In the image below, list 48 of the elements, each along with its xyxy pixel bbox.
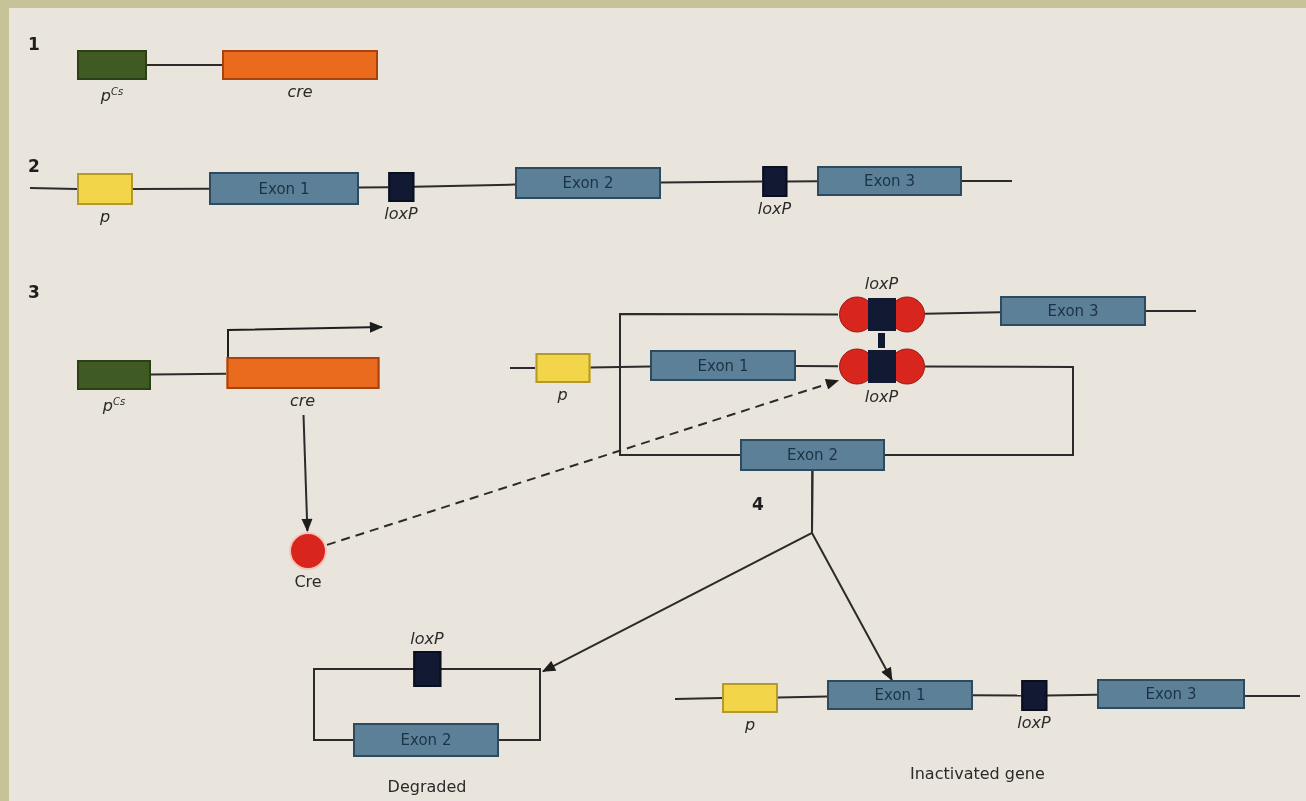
dna-strand — [924, 311, 1001, 315]
dna-strand — [1046, 693, 1098, 697]
dna-strand — [589, 365, 651, 369]
exon-box: Exon 1 — [827, 680, 973, 710]
gene-label: loxP — [384, 203, 418, 225]
exon-box: Exon 2 — [740, 439, 885, 471]
dna-strand — [146, 64, 223, 66]
gene-label: p — [744, 714, 756, 736]
gene-label: Cre — [294, 571, 322, 593]
synapse-bridge — [878, 333, 885, 348]
gene-label: loxP — [864, 273, 899, 295]
step-number: 1 — [28, 34, 40, 54]
arrow — [811, 470, 893, 681]
step-number: 3 — [28, 282, 40, 302]
exon-box: Exon 3 — [817, 166, 962, 196]
dna-strand — [660, 180, 763, 184]
dna-strand — [132, 187, 210, 190]
exon-box: Exon 2 — [515, 167, 661, 199]
arrow — [301, 414, 313, 533]
dna-strand — [777, 695, 828, 699]
dna-strand — [358, 186, 389, 189]
caption: Inactivated gene — [910, 764, 1045, 783]
exon-box: Exon 1 — [209, 172, 359, 205]
gene-label: loxP — [757, 198, 792, 220]
exon-box: Exon 1 — [650, 350, 796, 381]
arrow — [326, 378, 840, 546]
exon-box: Exon 3 — [1097, 679, 1245, 709]
gene-label: cre — [289, 390, 316, 412]
dna-strand — [413, 183, 516, 188]
gene-label: p — [99, 206, 111, 228]
dna-strand — [786, 180, 818, 183]
dna-strand — [795, 365, 839, 368]
dna-strand — [972, 694, 1022, 697]
dna-strand — [150, 372, 227, 376]
gene-label: p — [557, 384, 568, 406]
exon-box: Exon 2 — [353, 723, 499, 757]
gene-label: p$^{Cs}$ — [100, 85, 124, 104]
gene-label: loxP — [1017, 712, 1051, 734]
exon-box: Exon 3 — [1000, 296, 1146, 326]
dna-strand — [884, 365, 1074, 456]
gene-label: cre — [287, 81, 313, 103]
node-label: Degraded — [386, 777, 468, 796]
gene-label: loxP — [410, 628, 444, 650]
gene-label: loxP — [864, 386, 899, 408]
step-number: 2 — [28, 156, 40, 176]
gene-label: p$^{Cs}$ — [102, 395, 126, 414]
dna-strand — [619, 313, 839, 456]
step-number: 4 — [752, 494, 764, 514]
